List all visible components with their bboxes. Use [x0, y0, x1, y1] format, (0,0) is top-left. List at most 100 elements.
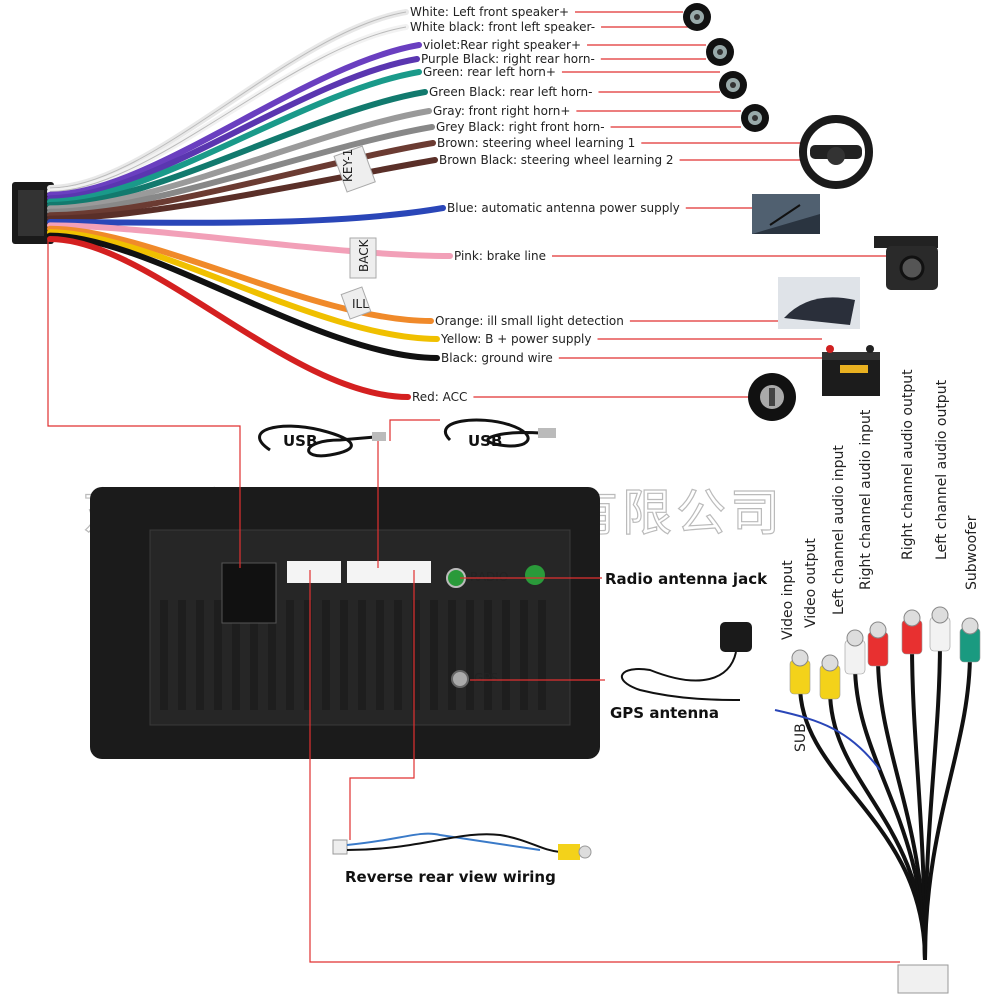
vent-rib — [232, 600, 240, 710]
speaker-icon — [683, 3, 711, 31]
wire — [47, 140, 436, 219]
wire — [47, 157, 438, 222]
speaker-icon — [706, 38, 734, 66]
rca-label: Right channel audio input — [858, 409, 874, 590]
rca-plug — [901, 609, 923, 655]
sticker — [525, 565, 545, 585]
vent-rib — [304, 600, 312, 710]
gps-antenna-label: GPS antenna — [610, 704, 719, 722]
wire-tag-key: KEY-1 — [333, 145, 376, 193]
wire-label: Brown Black: steering wheel learning 2 — [439, 153, 674, 167]
vent-rib — [502, 600, 510, 710]
wire — [47, 108, 432, 212]
reverse-wiring-label: Reverse rear view wiring — [345, 868, 556, 886]
rca-label: Subwoofer — [964, 515, 980, 590]
rca-harness — [789, 606, 981, 961]
car-antenna-photo — [752, 194, 820, 234]
svg-text:KEY-1: KEY-1 — [341, 149, 355, 182]
wire-label: Brown: steering wheel learning 1 — [437, 136, 635, 150]
wire-label: Grey Black: right front horn- — [436, 120, 605, 134]
vent-rib — [520, 600, 528, 710]
wire — [47, 56, 420, 202]
wire — [47, 42, 422, 198]
rca-label: Left channel audio output — [934, 379, 950, 560]
wire-tag-back: BACK — [349, 237, 377, 279]
rca-plug — [867, 621, 889, 667]
wire-labels: White: Left front speaker+White black: f… — [410, 5, 680, 404]
vent-rib — [340, 600, 348, 710]
gps-antenna-icon — [620, 622, 752, 701]
usb-connector-port — [347, 561, 431, 583]
connector-port — [287, 561, 341, 583]
leader-lines — [473, 11, 886, 398]
sub-wire — [774, 709, 881, 771]
radio-antenna-label: Radio antenna jack — [605, 570, 768, 588]
wire-label: White black: front left speaker- — [410, 20, 595, 34]
svg-text:ILL: ILL — [352, 297, 369, 311]
gps-port-label: GPS — [474, 671, 498, 685]
speaker-icon — [741, 104, 769, 132]
vent-rib — [484, 600, 492, 710]
wire — [47, 124, 435, 215]
vent-rib — [412, 600, 420, 710]
usb-label: USB — [468, 432, 502, 450]
wire-label: violet:Rear right speaker+ — [423, 38, 581, 52]
vent-rib — [376, 600, 384, 710]
wire-label: Red: ACC — [412, 390, 467, 404]
wire-tag-ill: ILL — [340, 286, 372, 320]
vent-rib — [160, 600, 168, 710]
headlight-photo — [778, 277, 860, 329]
ignition-key-icon — [748, 373, 796, 421]
rca-plug — [959, 617, 981, 663]
usb-cable-right — [443, 418, 556, 448]
rca-plug — [929, 606, 951, 652]
rca-connector-plug — [897, 964, 949, 994]
rca-label: Right channel audio output — [900, 369, 916, 560]
reverse-camera-cable — [332, 832, 592, 860]
rca-plug — [844, 629, 866, 675]
sub-label: SUB — [793, 723, 809, 752]
car-battery-icon — [822, 345, 880, 396]
wire — [47, 229, 440, 342]
wire-label: Black: ground wire — [441, 351, 553, 365]
vent-rib — [538, 600, 546, 710]
gps-port — [451, 670, 469, 688]
head-unit-back-panel: RADIO GPS — [90, 487, 600, 759]
wire-label: White: Left front speaker+ — [410, 5, 569, 19]
speaker-icon — [719, 71, 747, 99]
harness-wires — [47, 9, 453, 400]
wire-label: Blue: automatic antenna power supply — [447, 201, 680, 215]
wire — [47, 222, 453, 259]
rca-label: Left channel audio input — [831, 445, 847, 615]
wire-label: Gray: front right horn+ — [433, 104, 570, 118]
wire — [47, 205, 446, 226]
iso-port — [221, 562, 277, 624]
usb-cable-left — [258, 424, 386, 458]
wire — [47, 69, 422, 205]
vent-rib — [286, 600, 294, 710]
vent-rib — [250, 600, 258, 710]
wire — [47, 225, 434, 324]
svg-text:BACK: BACK — [357, 238, 371, 272]
vent-rib — [214, 600, 222, 710]
usb-label: USB — [283, 432, 317, 450]
wire-label: Orange: ill small light detection — [435, 314, 624, 328]
wire-label: Yellow: B + power supply — [440, 332, 592, 346]
rca-plug — [789, 649, 811, 695]
vent-rib — [466, 600, 474, 710]
radio-port-label: RADIO — [470, 570, 508, 584]
wire-label: Green Black: rear left horn- — [429, 85, 593, 99]
wire — [47, 232, 440, 361]
vent-rib — [394, 600, 402, 710]
rca-cable — [923, 652, 972, 961]
rca-plug — [819, 654, 841, 700]
wire — [47, 89, 428, 208]
wire-label: Green: rear left horn+ — [423, 65, 556, 79]
wire-label: Purple Black: right rear horn- — [421, 52, 595, 66]
wire — [47, 236, 411, 400]
vent-rib — [268, 600, 276, 710]
reverse-camera-icon — [874, 236, 938, 290]
